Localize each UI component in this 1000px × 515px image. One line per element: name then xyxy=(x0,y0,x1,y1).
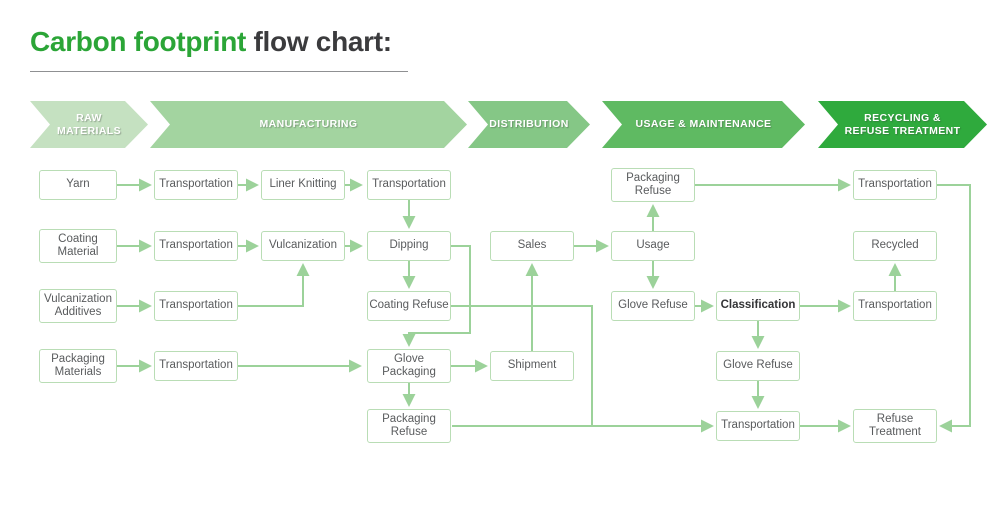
node-usage: Usage xyxy=(611,231,695,261)
edge-transportation-refuse-treatment-loop xyxy=(937,184,971,433)
edge-transportation-vulcanization-up xyxy=(238,263,310,307)
node-transportation-yarn: Transportation xyxy=(154,170,238,200)
node-packaging-materials: Packaging Materials xyxy=(39,349,117,383)
node-refuse-treatment: Refuse Treatment xyxy=(853,409,937,443)
title-underline xyxy=(30,71,408,72)
node-yarn: Yarn xyxy=(39,170,117,200)
node-vulcanization-additives: Vulcanization Additives xyxy=(39,289,117,323)
node-transportation-classification: Transportation xyxy=(853,291,937,321)
node-shipment: Shipment xyxy=(490,351,574,381)
node-transportation-liner: Transportation xyxy=(367,170,451,200)
edge-coating-refuse-merge xyxy=(451,305,593,426)
phase-usage-maintenance: USAGE & MAINTENANCE xyxy=(602,101,805,148)
phase-recycling-refuse-treatment-label: RECYCLING & REFUSE TREATMENT xyxy=(844,111,961,137)
node-transportation-packaging: Transportation xyxy=(154,351,238,381)
node-coating-refuse: Coating Refuse xyxy=(367,291,451,321)
node-liner-knitting: Liner Knitting xyxy=(261,170,345,200)
node-glove-refuse-classified: Glove Refuse xyxy=(716,351,800,381)
phase-usage-maintenance-label: USAGE & MAINTENANCE xyxy=(635,118,772,130)
page-title-highlight: Carbon footprint xyxy=(30,26,247,57)
edge-dipping-glove-packaging xyxy=(402,245,471,347)
phase-manufacturing-label: MANUFACTURING xyxy=(259,118,358,130)
node-transportation-refuse: Transportation xyxy=(716,411,800,441)
page-title: Carbon footprint flow chart: xyxy=(30,26,392,58)
node-transportation-recycling-top: Transportation xyxy=(853,170,937,200)
page-title-rest: flow chart: xyxy=(246,26,393,57)
node-recycled: Recycled xyxy=(853,231,937,261)
node-transportation-coating: Transportation xyxy=(154,231,238,261)
phase-distribution: DISTRIBUTION xyxy=(468,101,590,148)
node-glove-refuse-usage: Glove Refuse xyxy=(611,291,695,321)
phase-raw-materials-label: RAW MATERIALS xyxy=(56,111,122,137)
node-dipping: Dipping xyxy=(367,231,451,261)
node-transportation-additives: Transportation xyxy=(154,291,238,321)
node-vulcanization: Vulcanization xyxy=(261,231,345,261)
phase-recycling-refuse-treatment: RECYCLING & REFUSE TREATMENT xyxy=(818,101,987,148)
node-packaging-refuse-manufacturing: Packaging Refuse xyxy=(367,409,451,443)
node-classification: Classification xyxy=(716,291,800,321)
node-glove-packaging: Glove Packaging xyxy=(367,349,451,383)
phase-distribution-label: DISTRIBUTION xyxy=(489,118,569,130)
phase-manufacturing: MANUFACTURING xyxy=(150,101,467,148)
node-coating-material: Coating Material xyxy=(39,229,117,263)
node-sales: Sales xyxy=(490,231,574,261)
node-packaging-refuse-usage: Packaging Refuse xyxy=(611,168,695,202)
